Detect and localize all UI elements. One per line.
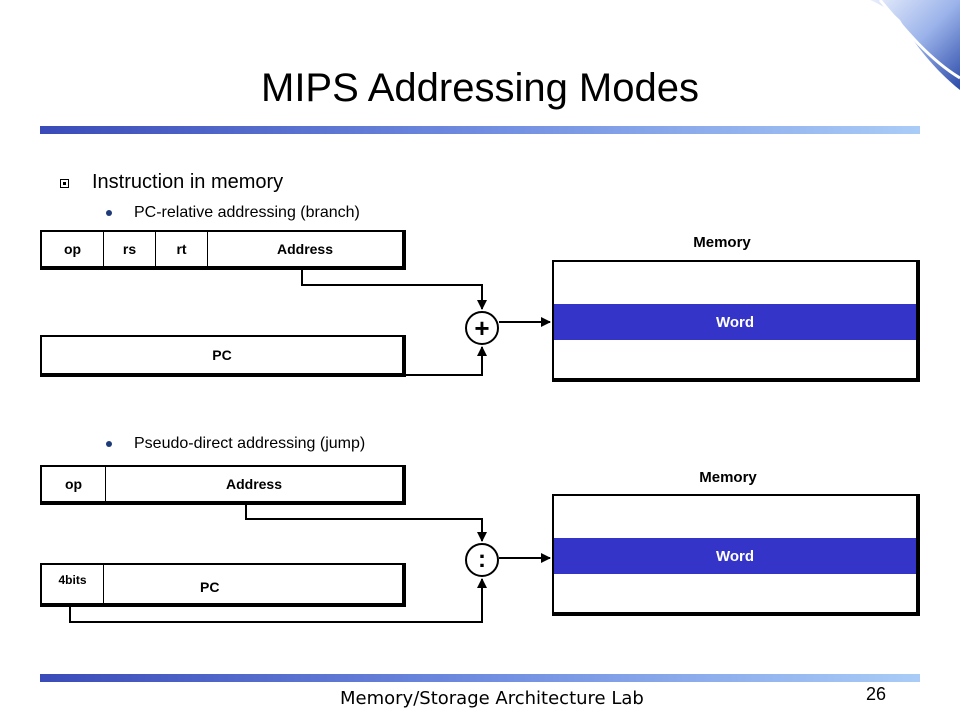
square-bullet-icon	[60, 179, 69, 188]
bullet-dot-icon	[106, 441, 112, 447]
field-rt: rt	[156, 232, 208, 266]
branch-mode-label: PC-relative addressing (branch)	[134, 204, 360, 221]
title-divider	[40, 126, 920, 134]
field-rs: rs	[104, 232, 156, 266]
field-op: op	[42, 467, 106, 501]
slide-title: MIPS Addressing Modes	[261, 66, 699, 110]
field-address: Address	[276, 241, 334, 257]
pc-label: PC	[200, 579, 220, 595]
section-heading: Instruction in memory	[92, 171, 284, 193]
jump-pc-register: 4bits PC	[40, 563, 406, 607]
jump-mode-label: Pseudo-direct addressing (jump)	[134, 435, 366, 452]
jump-instruction-format: op Address	[40, 465, 406, 505]
field-op: op	[42, 232, 104, 266]
jump-memory: Word	[552, 494, 920, 616]
bullet-dot-icon	[106, 210, 112, 216]
pc-label: PC	[212, 347, 232, 363]
branch-pc-register: PC	[40, 335, 406, 377]
footer-divider	[40, 674, 920, 682]
memory-word: Word	[554, 304, 916, 340]
branch-memory: Word	[552, 260, 920, 382]
adder-icon: +	[465, 311, 499, 345]
memory-title: Memory	[693, 234, 751, 251]
page-number: 26	[866, 684, 887, 704]
memory-title: Memory	[699, 469, 757, 486]
footer-text: Memory/Storage Architecture Lab	[340, 688, 644, 709]
pc-upper-bits: 4bits	[42, 565, 104, 603]
field-address: Address	[225, 476, 283, 492]
memory-word: Word	[554, 538, 916, 574]
branch-instruction-format: op rs rt Address	[40, 230, 406, 270]
concatenation-icon: :	[465, 543, 499, 577]
